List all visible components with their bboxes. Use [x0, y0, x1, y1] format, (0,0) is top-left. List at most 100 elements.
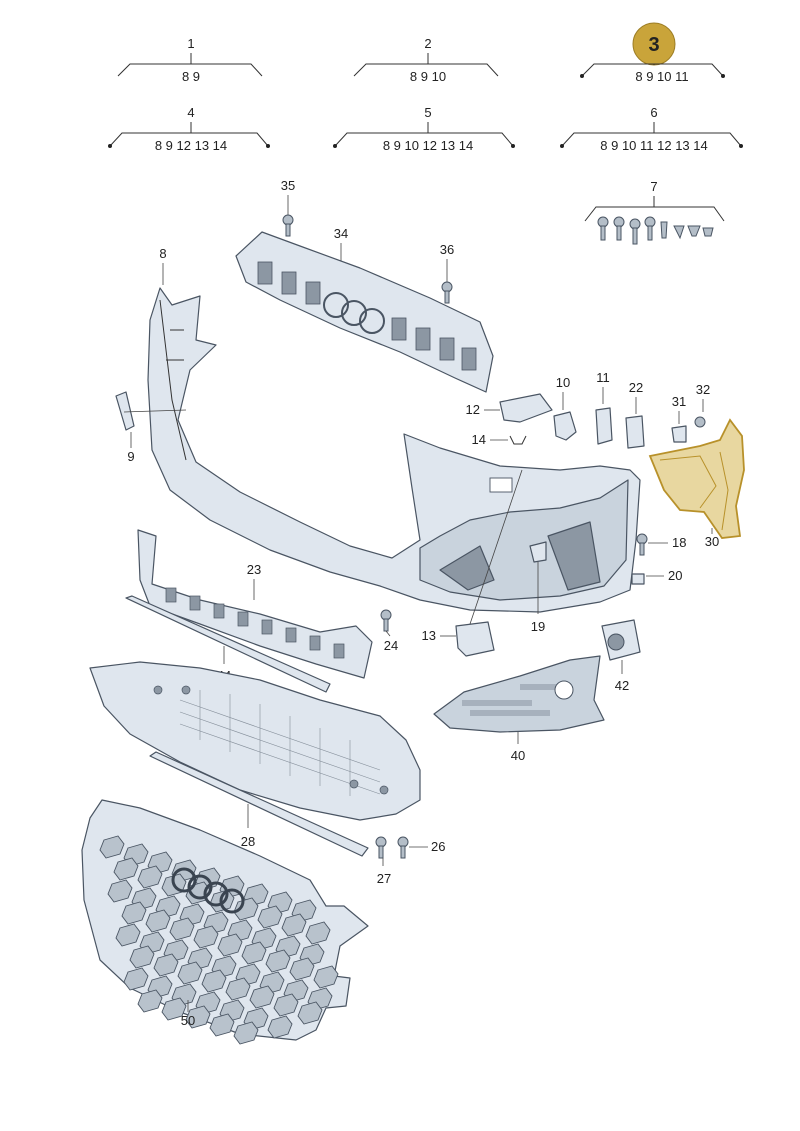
grille-cell — [169, 917, 195, 941]
part-22-label: 22 — [629, 380, 643, 395]
assembly-1[interactable]: 1 8 9 — [117, 36, 263, 84]
part-35-screw[interactable]: 35 — [281, 178, 295, 237]
grille-cell — [137, 989, 163, 1013]
part-30-air-guide[interactable]: 30 — [648, 418, 745, 549]
part-34-label: 34 — [334, 226, 348, 241]
assembly-3-number: 3 — [648, 34, 659, 56]
part-8-bumper-cover[interactable]: 8 — [147, 246, 641, 613]
grille-cell — [297, 1001, 323, 1025]
grille-cell — [153, 953, 179, 977]
assembly-2-number: 2 — [424, 36, 431, 51]
part-20-label: 20 — [668, 568, 682, 583]
grille-mesh — [99, 835, 339, 1045]
grille-cell — [265, 949, 291, 973]
part-34-grille-carrier[interactable]: 34 — [235, 226, 494, 393]
part-19-label: 19 — [531, 619, 545, 634]
part-18-label: 18 — [672, 535, 686, 550]
part-26-label: 26 — [431, 839, 445, 854]
grille-cell — [177, 961, 203, 985]
part-18-screw[interactable]: 18 — [636, 533, 686, 556]
part-9-label: 9 — [127, 449, 134, 464]
part-24-label: 24 — [384, 638, 398, 653]
part-19-bracket[interactable]: 19 — [529, 541, 547, 634]
part-22-bracket[interactable]: 22 — [625, 380, 645, 449]
grille-cell — [267, 1015, 293, 1039]
grille-cell — [161, 997, 187, 1021]
part-9-bracket[interactable]: 9 — [115, 391, 187, 464]
part-24-screw[interactable]: 24 — [380, 609, 398, 653]
assembly-3[interactable]: 3 8 9 10 11 — [580, 22, 725, 84]
part-30-label: 30 — [705, 534, 719, 549]
assembly-5-number: 5 — [424, 105, 431, 120]
assembly-5[interactable]: 5 8 9 10 12 13 14 — [333, 105, 515, 153]
part-28-strip[interactable]: 28 — [149, 751, 369, 857]
grille-cell — [289, 957, 315, 981]
part-50-label: 50 — [181, 1013, 195, 1028]
assembly-4-number: 4 — [187, 105, 194, 120]
grille-cell — [185, 1005, 211, 1029]
grille-cell — [249, 985, 275, 1009]
part-13-cover[interactable]: 13 — [422, 469, 523, 657]
grille-cell — [225, 977, 251, 1001]
part-23-lower-grille-carrier[interactable]: 23 — [137, 529, 373, 679]
part-50-radiator-grille[interactable]: 50 — [81, 799, 369, 1045]
part-32-screw[interactable]: 32 — [694, 382, 710, 428]
four-rings-logo-icon — [171, 867, 245, 914]
grille-cell — [305, 921, 331, 945]
part-14-hook[interactable]: 14 — [472, 432, 527, 447]
assembly-2[interactable]: 2 8 9 10 — [353, 36, 499, 84]
part-20-nut[interactable]: 20 — [631, 568, 682, 585]
grille-cell — [201, 969, 227, 993]
assembly-5-refs: 8 9 10 12 13 14 — [383, 138, 473, 153]
part-28-label: 28 — [241, 834, 255, 849]
assembly-1-number: 1 — [187, 36, 194, 51]
grille-cell — [281, 913, 307, 937]
grille-cell — [257, 905, 283, 929]
assembly-4-refs: 8 9 12 13 14 — [155, 138, 227, 153]
grille-cell — [123, 967, 149, 991]
part-35-label: 35 — [281, 178, 295, 193]
grille-cell — [137, 865, 163, 889]
assembly-6-refs: 8 9 10 11 12 13 14 — [600, 138, 707, 153]
part-14-label: 14 — [472, 432, 486, 447]
grille-cell — [273, 993, 299, 1017]
part-12-label: 12 — [466, 402, 480, 417]
part-26-screw[interactable]: 26 — [397, 836, 445, 859]
part-32-label: 32 — [696, 382, 710, 397]
part-40-label: 40 — [511, 748, 525, 763]
part-10-label: 10 — [556, 375, 570, 390]
grille-cell — [233, 1021, 259, 1045]
grille-cell — [113, 857, 139, 881]
assembly-1-refs: 8 9 — [182, 69, 200, 84]
part-10-clip[interactable]: 10 — [553, 375, 577, 441]
grille-cell — [313, 965, 339, 989]
grille-cell — [241, 941, 267, 965]
assembly-7[interactable]: 7 — [584, 179, 725, 245]
part-36-screw[interactable]: 36 — [440, 242, 454, 304]
grille-cell — [217, 933, 243, 957]
part-13-label: 13 — [422, 628, 436, 643]
grille-cell — [145, 909, 171, 933]
part-8-label: 8 — [159, 246, 166, 261]
part-11-sensor[interactable]: 11 — [595, 370, 613, 445]
part-40-fog-grille[interactable]: 40 — [433, 655, 605, 763]
assembly-3-refs: 8 9 10 11 — [635, 69, 688, 84]
part-31-label: 31 — [672, 394, 686, 409]
grille-cell — [99, 835, 125, 859]
part-42-fog-light[interactable]: 42 — [601, 619, 641, 693]
part-31-clip[interactable]: 31 — [671, 394, 687, 443]
part-25-underbody-panel[interactable]: 25 — [89, 661, 421, 821]
part-27-label: 27 — [377, 871, 391, 886]
part-42-label: 42 — [615, 678, 629, 693]
screw-kit-icon — [597, 216, 714, 245]
grille-cell — [209, 1013, 235, 1037]
grille-cell — [121, 901, 147, 925]
grille-cell — [129, 945, 155, 969]
part-27-screw[interactable]: 27 — [375, 836, 391, 886]
part-12-cover[interactable]: 12 — [466, 393, 553, 423]
assembly-4[interactable]: 4 8 9 12 13 14 — [108, 105, 270, 153]
assembly-6[interactable]: 6 8 9 10 11 12 13 14 — [560, 105, 743, 153]
grille-cell — [107, 879, 133, 903]
grille-cell — [193, 925, 219, 949]
